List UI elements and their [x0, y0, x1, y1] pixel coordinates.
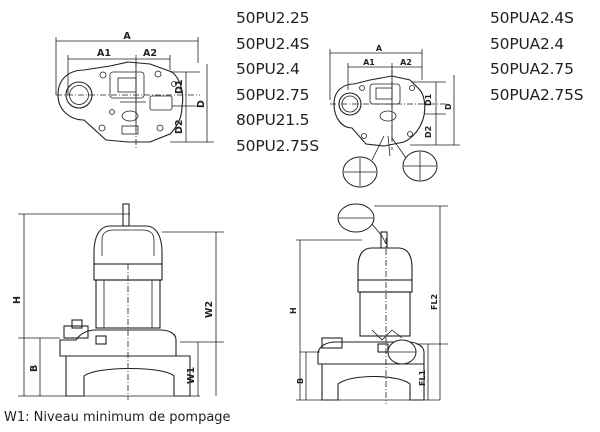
model-item: 50PU2.25 [236, 9, 310, 27]
model-item: 50PU2.4S [236, 34, 310, 53]
dim-label-b: B [29, 365, 40, 372]
top-view-automatic: A A1 A2 D1 D2 D [329, 44, 460, 188]
dim-label-a2: A2 [143, 48, 157, 59]
dim-label-fl1: FL1 [418, 369, 427, 386]
dim-label-d1: D1 [174, 80, 185, 95]
model-item: 50PU2.75S [236, 136, 319, 155]
dim-label-a2-auto: A2 [400, 58, 412, 67]
model-item: 50PUA2.4S [490, 9, 574, 27]
dim-label-a-auto: A [376, 44, 383, 53]
dim-label-d2-auto: D2 [424, 126, 433, 138]
dim-label-h-auto: H [289, 307, 298, 314]
dim-label-d2: D2 [174, 120, 185, 135]
model-item: 80PU21.5 [236, 111, 310, 130]
dim-label-a1: A1 [97, 48, 111, 59]
dim-label-fl2: FL2 [430, 294, 439, 310]
dim-label-d: D [196, 100, 207, 108]
dim-label-d1-auto: D1 [424, 93, 433, 106]
model-item: 50PU2.4 [236, 60, 300, 79]
dim-label-w1: W1 [186, 367, 197, 384]
side-view-standard: H B W2 W1 [12, 203, 224, 400]
model-list-standard: 50PU2.25 50PU2.4S 50PU2.4 50PU2.75 80PU2… [236, 6, 319, 160]
dim-label-a: A [123, 31, 131, 42]
dim-label-b-auto: B [296, 378, 305, 384]
dim-label-a1-auto: A1 [363, 58, 375, 67]
model-item: 50PUA2.75S [490, 85, 584, 104]
footnote-minimum-level: W1: Niveau minimum de pompage [4, 410, 231, 425]
dim-label-d-auto: D [444, 103, 453, 110]
model-item: 50PU2.75 [236, 85, 310, 104]
dim-label-h: H [12, 296, 23, 304]
side-view-automatic: H B FL2 FL1 [289, 203, 448, 404]
top-view-standard: A A1 A2 D1 D2 D [55, 31, 214, 148]
model-item: 50PUA2.4 [490, 34, 565, 53]
dim-label-w2: W2 [204, 301, 215, 318]
model-list-automatic: 50PUA2.4S 50PUA2.4 50PUA2.75 50PUA2.75S [490, 6, 584, 108]
model-item: 50PUA2.75 [490, 60, 574, 79]
